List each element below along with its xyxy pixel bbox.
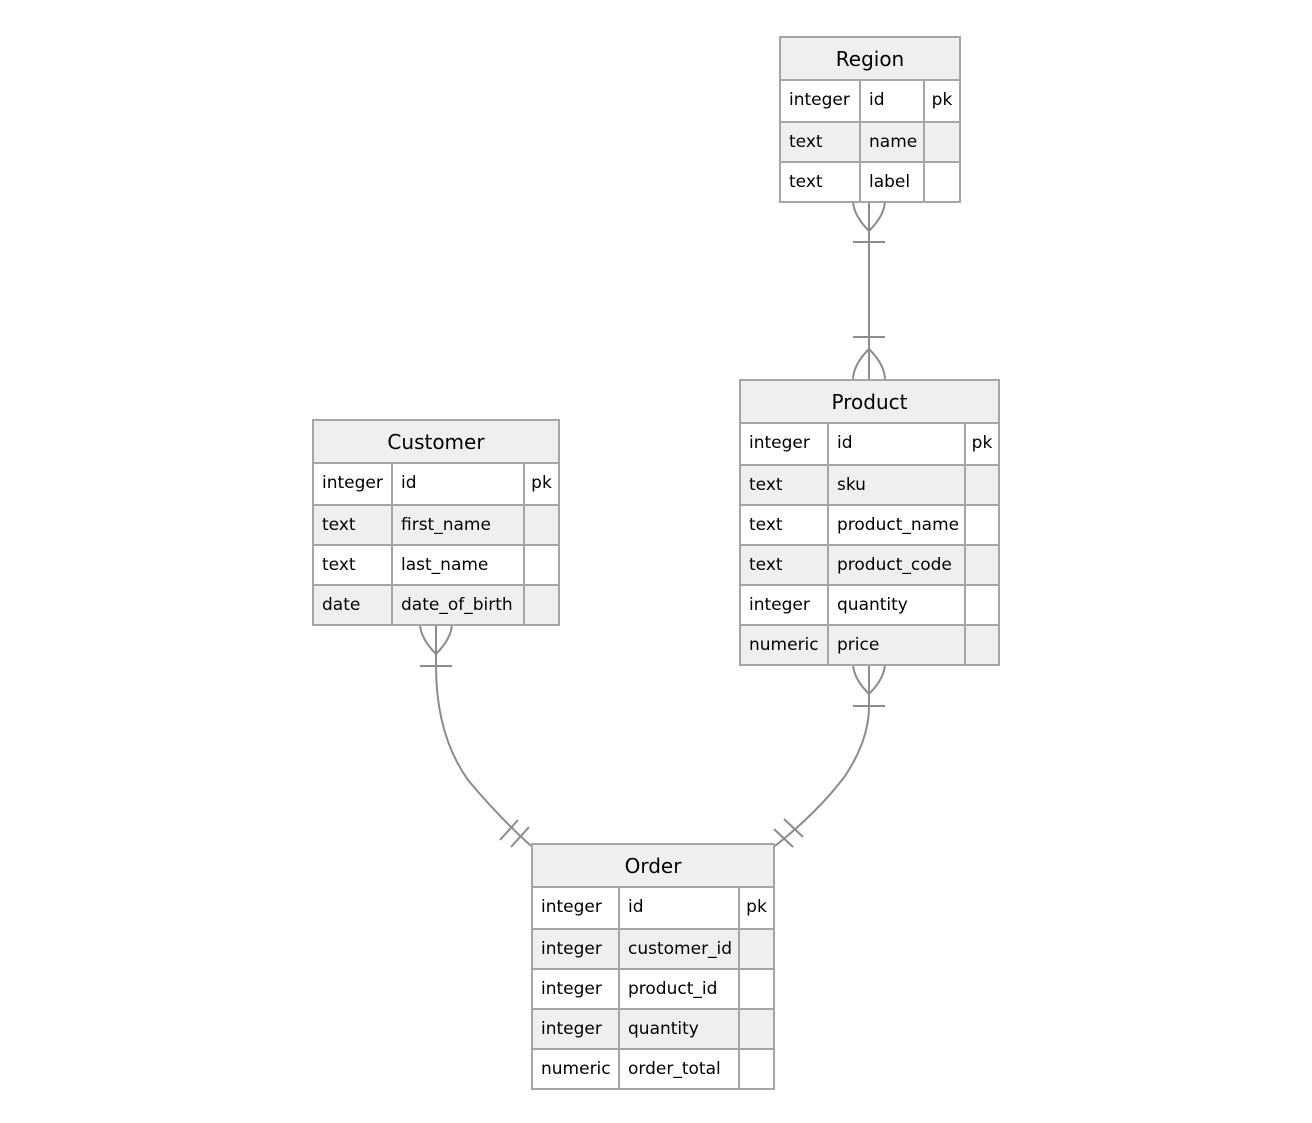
one-marker — [783, 818, 804, 838]
attribute-key: pk — [923, 81, 959, 121]
attribute-type: text — [789, 132, 823, 152]
attribute-row: text name — [781, 121, 959, 161]
attribute-key — [738, 970, 773, 1008]
entity-order[interactable]: Order integer id pk integer customer_id … — [531, 843, 775, 1090]
attribute-row: numeric order_total — [533, 1048, 773, 1088]
attribute-key — [738, 1050, 773, 1088]
attribute-row: integer id pk — [741, 424, 998, 464]
attribute-key: pk — [964, 424, 998, 464]
attribute-key: pk — [738, 888, 773, 928]
attribute-name: quantity — [827, 586, 964, 624]
relationship-line — [435, 623, 532, 847]
attribute-name: product_id — [618, 970, 738, 1008]
attribute-type: integer — [749, 433, 810, 453]
attribute-name: customer_id — [618, 930, 738, 968]
attribute-key — [923, 123, 959, 161]
attribute-key — [523, 586, 558, 624]
attribute-name: name — [859, 123, 923, 161]
attribute-row: text sku — [741, 464, 998, 504]
attribute-type: integer — [749, 595, 810, 615]
attribute-name: id — [618, 888, 738, 928]
attribute-name: last_name — [391, 546, 523, 584]
crowfoot-marker — [852, 347, 886, 381]
attribute-row: integer product_id — [533, 968, 773, 1008]
entity-title: Region — [781, 38, 959, 81]
attribute-key — [964, 546, 998, 584]
entity-product[interactable]: Product integer id pk text sku text prod… — [739, 379, 1000, 666]
attribute-type: text — [749, 555, 783, 575]
attribute-type: integer — [541, 1019, 602, 1039]
attribute-type: integer — [322, 473, 383, 493]
attribute-key — [738, 1010, 773, 1048]
attribute-key — [964, 626, 998, 664]
attribute-name: product_name — [827, 506, 964, 544]
relationship-product-order — [773, 662, 886, 848]
entity-customer[interactable]: Customer integer id pk text first_name t… — [312, 419, 560, 626]
attribute-row: text last_name — [314, 544, 558, 584]
entity-title: Order — [533, 845, 773, 888]
one-marker — [773, 828, 794, 848]
attribute-type: integer — [541, 939, 602, 959]
attribute-name: quantity — [618, 1010, 738, 1048]
attribute-name: order_total — [618, 1050, 738, 1088]
attribute-name: sku — [827, 466, 964, 504]
attribute-row: integer id pk — [781, 81, 959, 121]
one-marker — [499, 819, 519, 841]
crowfoot-marker — [852, 199, 886, 233]
attribute-type: integer — [789, 90, 850, 110]
attribute-name: id — [859, 81, 923, 121]
relationship-customer-order — [419, 622, 532, 848]
attribute-row: text product_code — [741, 544, 998, 584]
attribute-row: text first_name — [314, 504, 558, 544]
attribute-key — [964, 466, 998, 504]
relationship-region-product — [852, 199, 886, 381]
attribute-key — [738, 930, 773, 968]
attribute-name: first_name — [391, 506, 523, 544]
attribute-name: label — [859, 163, 923, 201]
attribute-row: integer id pk — [314, 464, 558, 504]
one-marker — [510, 826, 530, 848]
crowfoot-marker — [419, 622, 453, 656]
attribute-type: numeric — [541, 1059, 611, 1079]
attribute-key — [964, 506, 998, 544]
attribute-row: text label — [781, 161, 959, 201]
attribute-key — [923, 163, 959, 201]
attribute-type: date — [322, 595, 361, 615]
attribute-key — [964, 586, 998, 624]
attribute-row: text product_name — [741, 504, 998, 544]
attribute-type: text — [322, 515, 356, 535]
attribute-row: integer id pk — [533, 888, 773, 928]
attribute-type: integer — [541, 897, 602, 917]
crowfoot-marker — [852, 662, 886, 696]
attribute-name: product_code — [827, 546, 964, 584]
attribute-key: pk — [523, 464, 558, 504]
attribute-type: text — [789, 172, 823, 192]
attribute-name: date_of_birth — [391, 586, 523, 624]
attribute-type: text — [749, 475, 783, 495]
attribute-name: id — [827, 424, 964, 464]
attribute-type: integer — [541, 979, 602, 999]
attribute-name: id — [391, 464, 523, 504]
attribute-row: integer quantity — [741, 584, 998, 624]
entity-region[interactable]: Region integer id pk text name text labe… — [779, 36, 961, 203]
entity-title: Customer — [314, 421, 558, 464]
attribute-type: text — [322, 555, 356, 575]
attribute-key — [523, 506, 558, 544]
attribute-type: text — [749, 515, 783, 535]
attribute-type: numeric — [749, 635, 819, 655]
attribute-row: integer customer_id — [533, 928, 773, 968]
entity-title: Product — [741, 381, 998, 424]
relationship-line — [774, 663, 870, 847]
attribute-row: date date_of_birth — [314, 584, 558, 624]
attribute-row: numeric price — [741, 624, 998, 664]
attribute-name: price — [827, 626, 964, 664]
attribute-row: integer quantity — [533, 1008, 773, 1048]
attribute-key — [523, 546, 558, 584]
